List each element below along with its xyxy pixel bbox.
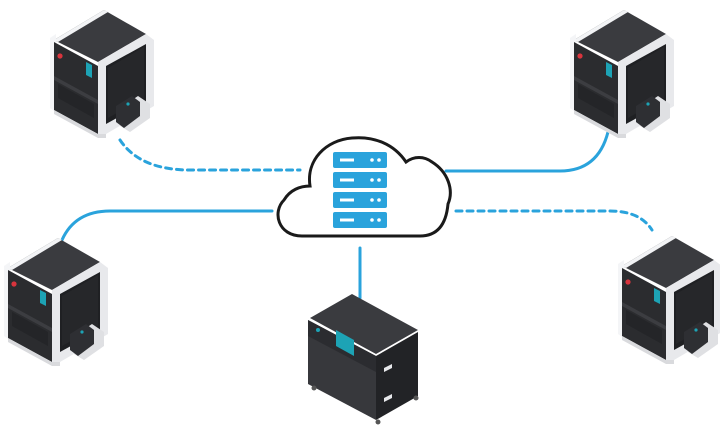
server-slot — [340, 158, 354, 162]
server-icon — [333, 152, 387, 228]
server-unit — [333, 192, 387, 208]
cloud-hub — [276, 136, 452, 238]
server-led — [370, 158, 374, 162]
connection-dashed-mid-right — [454, 209, 654, 232]
printer-mid-left — [4, 238, 108, 366]
industrial-unit-bottom — [308, 294, 419, 425]
server-unit — [333, 172, 387, 188]
server-led — [370, 218, 374, 222]
server-led — [377, 218, 381, 222]
server-led — [370, 178, 374, 182]
printer-top-left — [50, 10, 154, 138]
connection-solid-top-right — [444, 130, 610, 173]
printer-top-right — [570, 10, 674, 138]
control-screen — [336, 330, 354, 356]
server-slot — [340, 198, 354, 202]
connection-dashed-top-left — [118, 138, 302, 172]
server-led — [377, 178, 381, 182]
connections — [60, 130, 654, 300]
printer-mid-right — [618, 236, 720, 364]
server-unit — [333, 152, 387, 168]
connection-solid-mid-left — [60, 209, 274, 242]
server-led — [377, 158, 381, 162]
server-slot — [340, 178, 354, 182]
server-slot — [340, 218, 354, 222]
server-led — [370, 198, 374, 202]
server-led — [377, 198, 381, 202]
server-unit — [333, 212, 387, 228]
